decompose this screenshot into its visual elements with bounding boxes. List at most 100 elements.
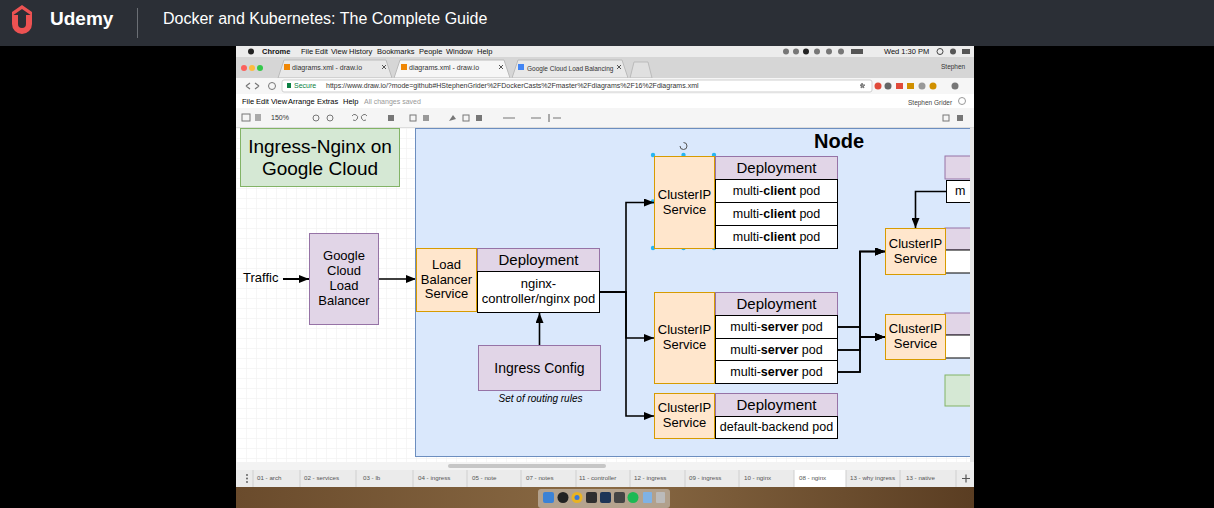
ui-text: 01 - arch <box>257 475 281 482</box>
connector-arrow <box>600 292 654 338</box>
chrome-addressbar-part <box>246 83 259 89</box>
desktop-dock-part <box>628 492 639 503</box>
deployment-heading: Deployment <box>716 394 837 415</box>
box-label: ClusterIP Service <box>656 188 713 218</box>
chrome-addressbar-part <box>930 83 937 90</box>
chrome-addressbar-part <box>919 83 926 90</box>
player-header <box>0 0 1214 46</box>
mac-menubar-part <box>950 49 956 55</box>
config-box: Ingress ConfigSet of routing rules <box>478 345 601 391</box>
ui-text: History <box>349 48 372 56</box>
box-label-part: client <box>763 184 796 198</box>
box-label: m <box>955 184 965 198</box>
box-label: multi-server pod <box>730 365 822 379</box>
drawio-page-tabs-part <box>236 462 974 470</box>
ui-text: File <box>242 98 254 106</box>
drawio-page-tabs <box>236 462 974 487</box>
ui-text: 02 - services <box>304 475 339 482</box>
chrome-addressbar <box>236 78 974 94</box>
pod-box: multi-server pod <box>715 360 838 384</box>
drawio-menubar <box>236 94 974 108</box>
chrome-addressbar-part <box>885 83 892 90</box>
connector-arrow <box>539 313 541 345</box>
drawio-page-tabs-part <box>246 478 248 480</box>
pod-box: multi-server pod <box>715 315 838 339</box>
desktop-dock-part <box>614 492 625 503</box>
drawio-page-tabs-part <box>246 481 248 483</box>
ui-text: https://www.draw.io/?mode=github#HStephe… <box>326 82 699 90</box>
pod-box: multi-server pod <box>715 338 838 362</box>
cut-off-boxes-part <box>945 250 970 273</box>
cut-off-boxes-part <box>945 228 970 250</box>
chrome-tabstrip-part <box>284 64 290 70</box>
traffic-arrow <box>283 278 309 280</box>
mac-menubar-part <box>793 49 799 55</box>
ui-text: People <box>419 48 442 56</box>
drawio-toolbar-part <box>255 114 261 121</box>
chrome-addressbar-part <box>236 78 974 94</box>
deployment-heading: Deployment <box>478 249 599 270</box>
mac-menubar-part <box>851 49 863 54</box>
drawio-toolbar-part <box>352 114 367 120</box>
deployment-heading: Deployment <box>716 157 837 178</box>
box-label-part: pod <box>798 320 822 334</box>
box-label-part: multi- <box>733 207 764 221</box>
desktop-dock-part <box>236 487 974 508</box>
udemy-logo-part <box>15 15 29 31</box>
box-label: multi-client pod <box>733 230 821 244</box>
box-label-part: pod <box>796 184 820 198</box>
chrome-addressbar-part <box>907 83 914 89</box>
box-label-part: multi- <box>730 343 761 357</box>
box-label: nginx-controller/nginx pod <box>479 277 598 307</box>
desktop-dock-part <box>600 492 611 503</box>
drawio-toolbar-part <box>943 115 949 121</box>
drawio-page-tabs-part <box>236 470 974 487</box>
box-label-part: server <box>761 320 799 334</box>
ui-text: 13 - native <box>906 475 935 482</box>
chrome-addressbar-part <box>287 83 291 88</box>
chrome-tabstrip-part <box>401 64 407 70</box>
deployment-box: Deploymentdefault-backend pod <box>715 393 838 439</box>
chrome-addressbar-part <box>282 80 872 92</box>
mac-menubar-part <box>826 49 832 55</box>
ui-text: 09 - ingress <box>689 475 721 482</box>
ui-text: All changes saved <box>364 98 421 106</box>
chrome-tabstrip-part <box>257 65 263 71</box>
chrome-addressbar-part <box>896 83 903 89</box>
box-label: ClusterIP Service <box>887 237 944 267</box>
connector-arrow <box>600 292 654 416</box>
ui-text: Secure <box>294 82 316 90</box>
mac-menubar-part <box>814 49 820 55</box>
mac-menubar-part <box>248 49 254 55</box>
ui-text: Help <box>477 48 492 56</box>
chrome-addressbar-part <box>269 83 276 90</box>
ui-text: 05 - note <box>472 475 496 482</box>
drawio-toolbar-part <box>327 115 333 121</box>
drawio-toolbar-part <box>476 115 482 121</box>
desktop-dock-part <box>558 492 569 503</box>
ui-text: Chrome <box>262 48 290 56</box>
drawio-menubar-part <box>959 98 966 105</box>
box-label-part: multi- <box>733 230 764 244</box>
chrome-addressbar-part <box>860 83 865 88</box>
box-label: multi-client pod <box>733 184 821 198</box>
chrome-tabstrip-part <box>241 65 247 71</box>
connector-arrow <box>600 203 654 293</box>
chrome-tabstrip-part <box>512 60 628 78</box>
udemy-logo-part <box>12 5 32 16</box>
desktop-dock-part <box>643 492 652 503</box>
pod-box: default-backend pod <box>715 416 838 439</box>
cut-off-boxes-part <box>945 156 970 179</box>
drawio-toolbar-part <box>410 115 416 121</box>
title-box: Ingress-Nginx on Google Cloud <box>240 128 400 187</box>
connector-arrow <box>379 278 416 280</box>
chrome-tabstrip-part <box>236 57 974 78</box>
region-heading: Node <box>796 130 882 153</box>
box-label: Load Balancer Service <box>418 258 475 303</box>
connector-arrow <box>838 252 885 328</box>
connector-arrow <box>838 252 885 351</box>
chrome-tabstrip-part <box>249 65 255 71</box>
mac-menubar <box>236 46 974 57</box>
drawio-toolbar <box>236 108 974 128</box>
drawio-toolbar-part <box>463 115 469 121</box>
